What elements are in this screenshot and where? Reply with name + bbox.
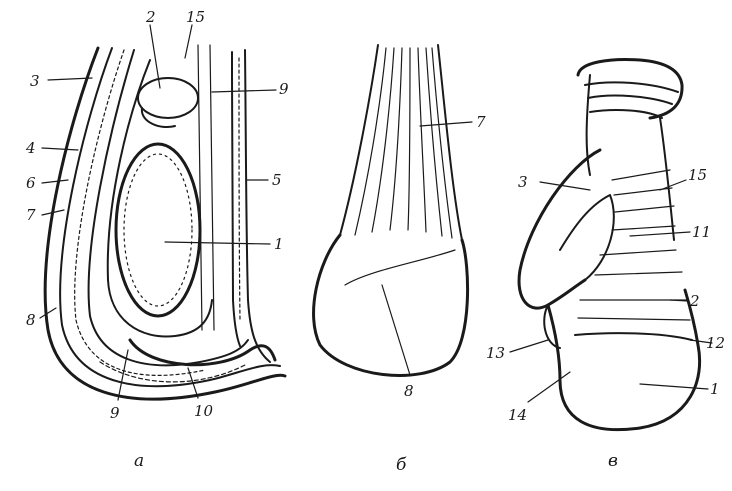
label-c-1: 1 xyxy=(710,380,720,398)
label-c-2: 2 xyxy=(689,292,700,310)
main-oval-inner xyxy=(124,154,192,306)
lower-testis xyxy=(548,290,700,430)
main-oval xyxy=(116,144,200,316)
label-c-3: 3 xyxy=(518,173,528,191)
label-b-7: 7 xyxy=(476,113,486,131)
epididymis-outline xyxy=(519,150,600,308)
lower-bulb xyxy=(314,235,468,375)
upper-body xyxy=(138,78,198,118)
surface-shading xyxy=(578,170,690,320)
label-a-7: 7 xyxy=(26,206,36,224)
right-wall-dashes xyxy=(239,58,240,320)
label-a-1: 1 xyxy=(274,235,284,253)
fibrous-strands xyxy=(355,48,452,238)
label-c-11: 11 xyxy=(692,223,711,241)
cord-line-right xyxy=(210,45,214,330)
label-a-5: 5 xyxy=(272,171,282,189)
label-a-9b: 9 xyxy=(110,404,120,422)
label-c-14: 14 xyxy=(508,406,527,424)
label-a-15: 15 xyxy=(186,8,205,26)
right-wall-outer xyxy=(245,50,270,362)
label-c-13: 13 xyxy=(486,344,505,362)
sac-outer-wall xyxy=(45,48,285,399)
panel-c-leaders xyxy=(510,180,712,402)
band-12 xyxy=(575,333,692,340)
label-b-8: 8 xyxy=(404,382,414,400)
label-a-2: 2 xyxy=(145,8,156,26)
label-a-3: 3 xyxy=(30,72,40,90)
caption-c: в xyxy=(608,451,618,471)
label-a-6: 6 xyxy=(26,174,36,192)
label-a-10: 10 xyxy=(194,402,214,420)
panel-c: 3 15 11 2 13 12 14 1 в xyxy=(486,60,725,471)
label-a-4: 4 xyxy=(25,139,36,157)
panel-a-leaders xyxy=(40,25,276,400)
label-c-12: 12 xyxy=(706,334,725,352)
bulb-contour xyxy=(345,250,455,285)
panel-b: 7 8 б xyxy=(314,45,486,475)
caption-b: б xyxy=(396,455,407,475)
label-c-15: 15 xyxy=(688,166,707,184)
panel-b-leader-8 xyxy=(382,285,410,375)
cord-line-left xyxy=(198,45,202,330)
panel-a: 2 15 3 9 4 6 5 7 1 8 9 10 а xyxy=(25,8,289,471)
caption-a: а xyxy=(134,451,144,471)
label-a-8: 8 xyxy=(26,311,36,329)
fold-11 xyxy=(560,195,614,280)
label-a-9: 9 xyxy=(279,80,289,98)
